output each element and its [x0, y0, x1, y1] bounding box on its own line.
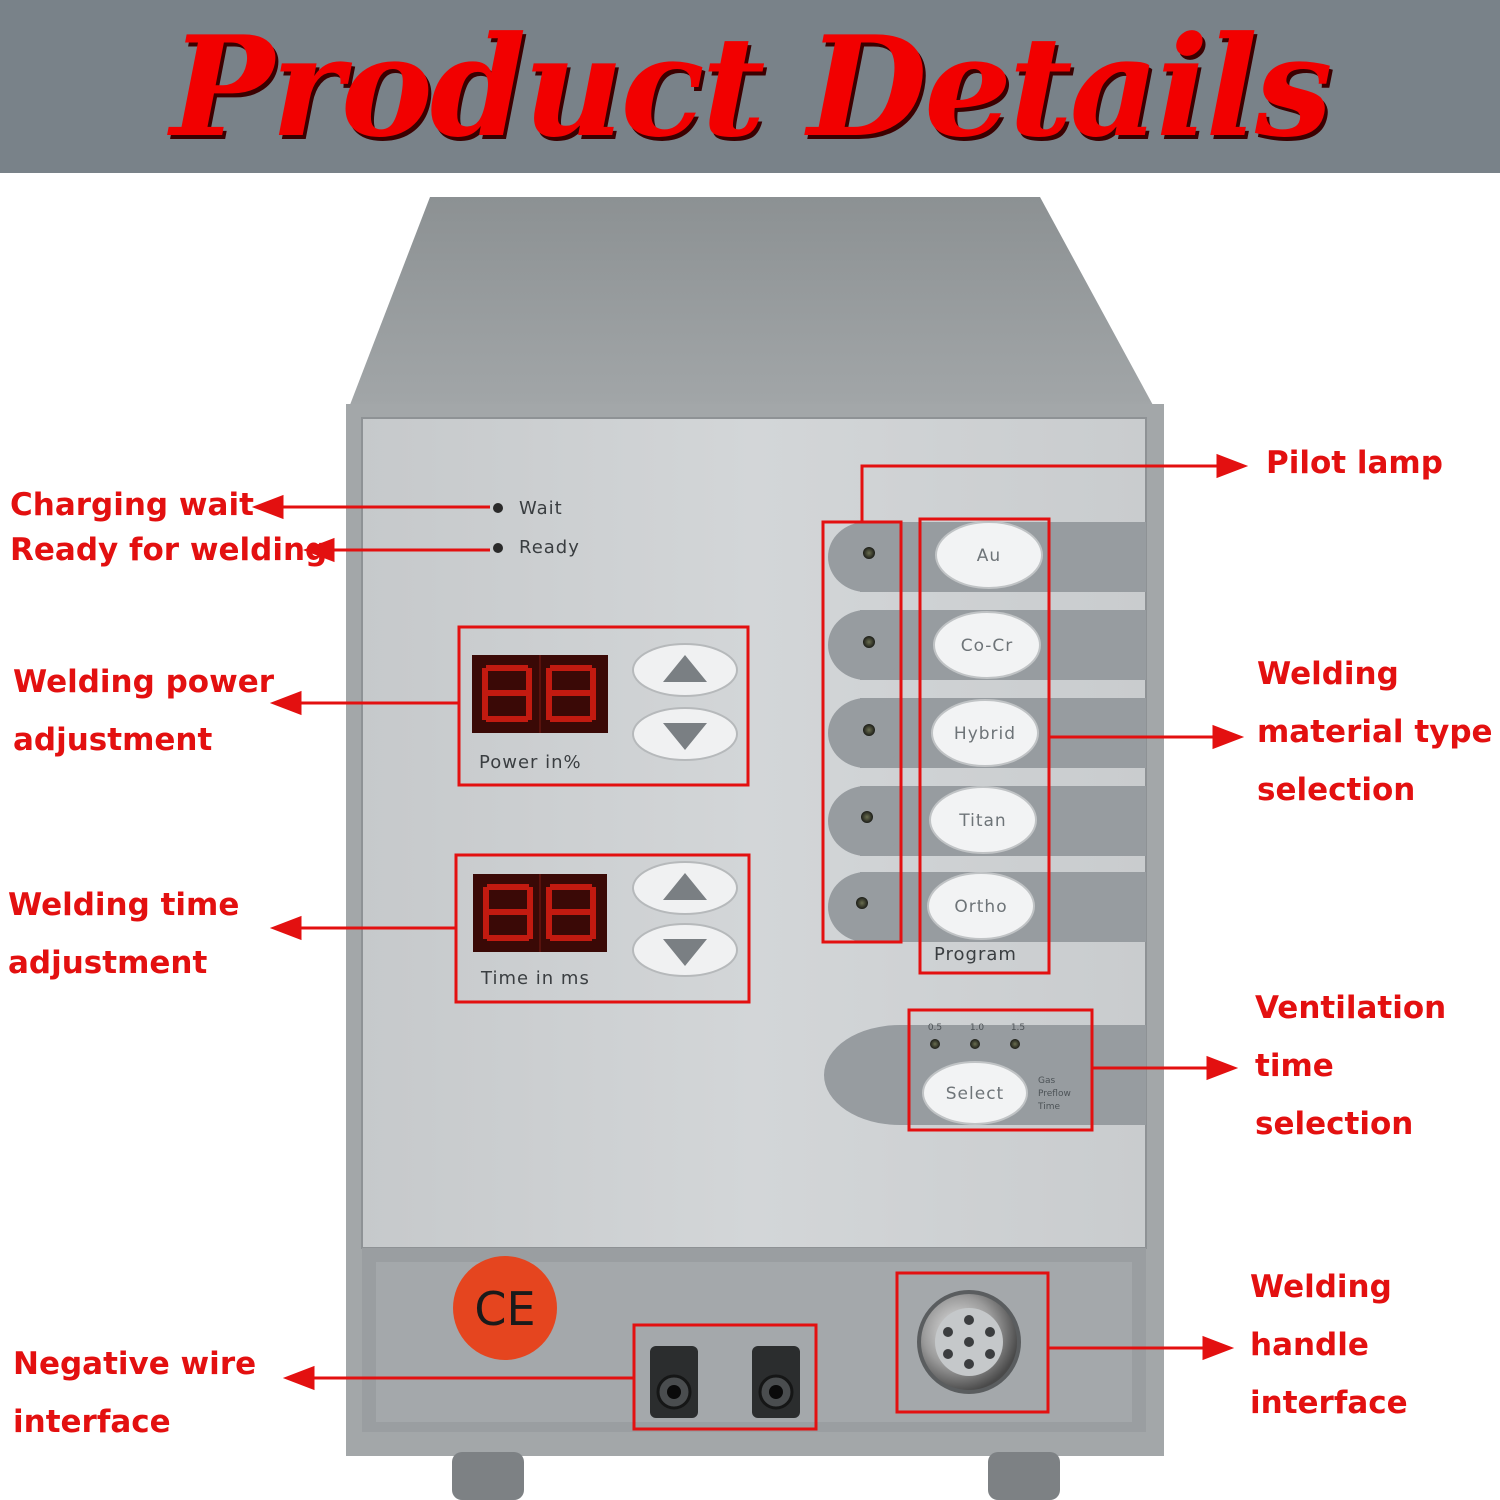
select-label: Select	[946, 1084, 1004, 1104]
material-box	[918, 517, 1051, 975]
foot-left	[452, 1452, 524, 1500]
ce-badge	[453, 1256, 557, 1360]
callout-welding-time-line2: adjustment	[8, 945, 208, 981]
material-button-hybrid	[931, 699, 1039, 767]
gas-caption-1: Gas	[1038, 1076, 1055, 1086]
material-label-hybrid: Hybrid	[954, 724, 1016, 744]
material-button-titan	[929, 786, 1037, 854]
gas-led-10	[970, 1039, 980, 1049]
callout-material-line1: Welding	[1257, 656, 1399, 692]
callout-negative-wire-line1: Negative wire	[13, 1346, 257, 1382]
callout-ready-for-welding: Ready for welding	[10, 532, 328, 568]
material-button-cocr	[933, 611, 1041, 679]
material-button-ortho	[927, 872, 1035, 940]
gas-level-10: 1.0	[970, 1023, 985, 1033]
callout-pilot-lamp: Pilot lamp	[1266, 445, 1443, 481]
power-digits	[482, 665, 596, 722]
pilot-lamp-hybrid	[863, 724, 875, 736]
leader-lines	[251, 453, 1249, 1391]
callout-welding-time-line1: Welding time	[8, 887, 240, 923]
select-button	[922, 1061, 1028, 1125]
foot-right	[988, 1452, 1060, 1500]
connector-pins	[943, 1315, 995, 1369]
callout-ventilation-line2: time	[1255, 1048, 1334, 1084]
highlight-boxes	[454, 517, 1094, 1431]
gas-caption-3: Time	[1037, 1102, 1060, 1112]
callout-welding-power-line2: adjustment	[13, 722, 213, 758]
pilot-lamp-cocr	[863, 636, 875, 648]
callout-negative-wire-line2: interface	[13, 1404, 171, 1440]
time-digits	[483, 884, 596, 941]
material-label-cocr: Co-Cr	[961, 636, 1014, 656]
callout-charging-wait: Charging wait	[10, 487, 254, 523]
gas-led-15	[1010, 1039, 1020, 1049]
gas-led-05	[930, 1039, 940, 1049]
material-label-au: Au	[977, 546, 1001, 566]
gas-box	[907, 1008, 1094, 1132]
wait-led	[493, 503, 503, 513]
callout-material-line3: selection	[1257, 772, 1416, 808]
gas-caption-2: Preflow	[1038, 1089, 1071, 1099]
wait-indicator-label: Wait	[519, 498, 563, 519]
ce-mark: CE	[474, 1282, 535, 1336]
callout-handle-line3: interface	[1250, 1385, 1408, 1421]
callout-material-line2: material type	[1257, 714, 1493, 750]
gas-level-05: 0.5	[928, 1023, 942, 1033]
page-title: Product Details	[170, 5, 1332, 168]
gas-level-15: 1.5	[1011, 1023, 1025, 1033]
time-caption: Time in ms	[481, 968, 590, 989]
callout-ventilation-line3: selection	[1255, 1106, 1414, 1142]
casing-top	[348, 197, 1160, 418]
pilot-lamp-au	[863, 547, 875, 559]
material-label-titan: Titan	[958, 811, 1006, 831]
power-caption: Power in%	[479, 752, 582, 773]
pilot-lamp-ortho	[856, 897, 868, 909]
ready-indicator-label: Ready	[519, 537, 580, 558]
connector-box	[895, 1271, 1050, 1414]
program-label: Program	[934, 944, 1017, 965]
callout-handle-line1: Welding	[1250, 1269, 1392, 1305]
power-box	[457, 625, 750, 787]
pilot-lamp-titan	[861, 811, 873, 823]
callout-welding-power-line1: Welding power	[13, 664, 275, 700]
material-button-au	[935, 521, 1043, 589]
callout-ventilation-line1: Ventilation	[1255, 990, 1447, 1026]
callout-handle-line2: handle	[1250, 1327, 1369, 1363]
ready-led	[493, 543, 503, 553]
header-banner: Product Details	[0, 0, 1500, 173]
material-label-ortho: Ortho	[954, 897, 1007, 917]
